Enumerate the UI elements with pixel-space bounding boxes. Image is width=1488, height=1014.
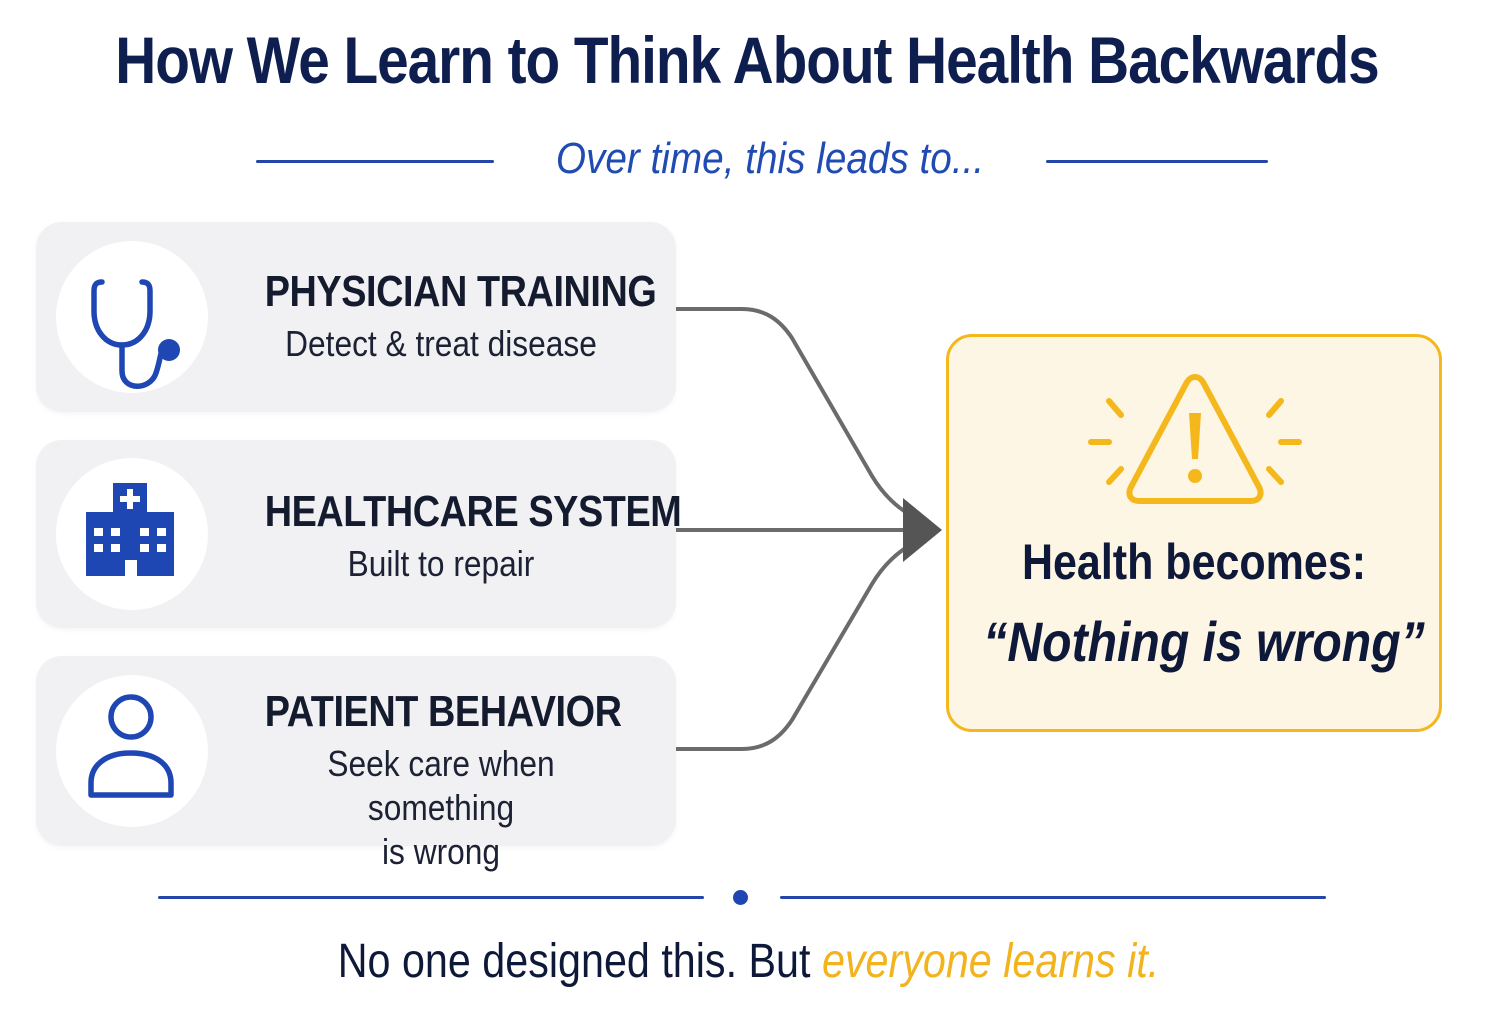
page-title: How We Learn to Think About Health Backw… [115,23,1379,97]
card-description-line: is wrong [382,831,500,872]
stethoscope-icon-circle [56,241,208,393]
person-icon [88,694,174,798]
card-description: Detect & treat disease [285,323,597,364]
connector-line-bottom [676,542,913,751]
subtitle: Over time, this leads to... [555,134,985,183]
arrowhead-icon [903,498,942,562]
card-title: HEALTHCARE SYSTEM [264,487,682,536]
connector-line-top [676,307,913,518]
footer-statement: No one designed this. But everyone learn… [109,934,1389,989]
hospital-icon [86,483,174,576]
result-box: Health becomes: “Nothing is wrong” [946,334,1442,732]
card-title: PHYSICIAN TRAINING [264,267,657,316]
card-title: PATIENT BEHAVIOR [264,687,622,736]
card-description: Seek care when something is wrong [261,742,622,874]
subtitle-rule-left [256,160,494,163]
warning-icon [1088,374,1302,504]
hospital-icon-circle [56,458,208,610]
card-description: Built to repair [347,543,535,584]
source-card-physician-training: PHYSICIAN TRAINING Detect & treat diseas… [36,222,676,412]
footer-text: No one designed this. But [337,935,822,988]
person-icon-circle [56,675,208,827]
footer-accent-text: everyone learns it. [821,935,1160,988]
source-card-patient-behavior: PATIENT BEHAVIOR Seek care when somethin… [36,656,676,872]
card-description-line: Seek care when something [327,743,555,828]
source-card-healthcare-system: HEALTHCARE SYSTEM Built to repair [36,440,682,628]
footer-rule-right [780,896,1326,899]
result-quote: “Nothing is wrong” [983,610,1425,673]
stethoscope-icon [91,279,180,389]
subtitle-rule-right [1046,160,1268,163]
footer-divider-dot [733,890,748,905]
footer-rule-left [158,896,704,899]
result-label: Health becomes: [1021,534,1367,590]
